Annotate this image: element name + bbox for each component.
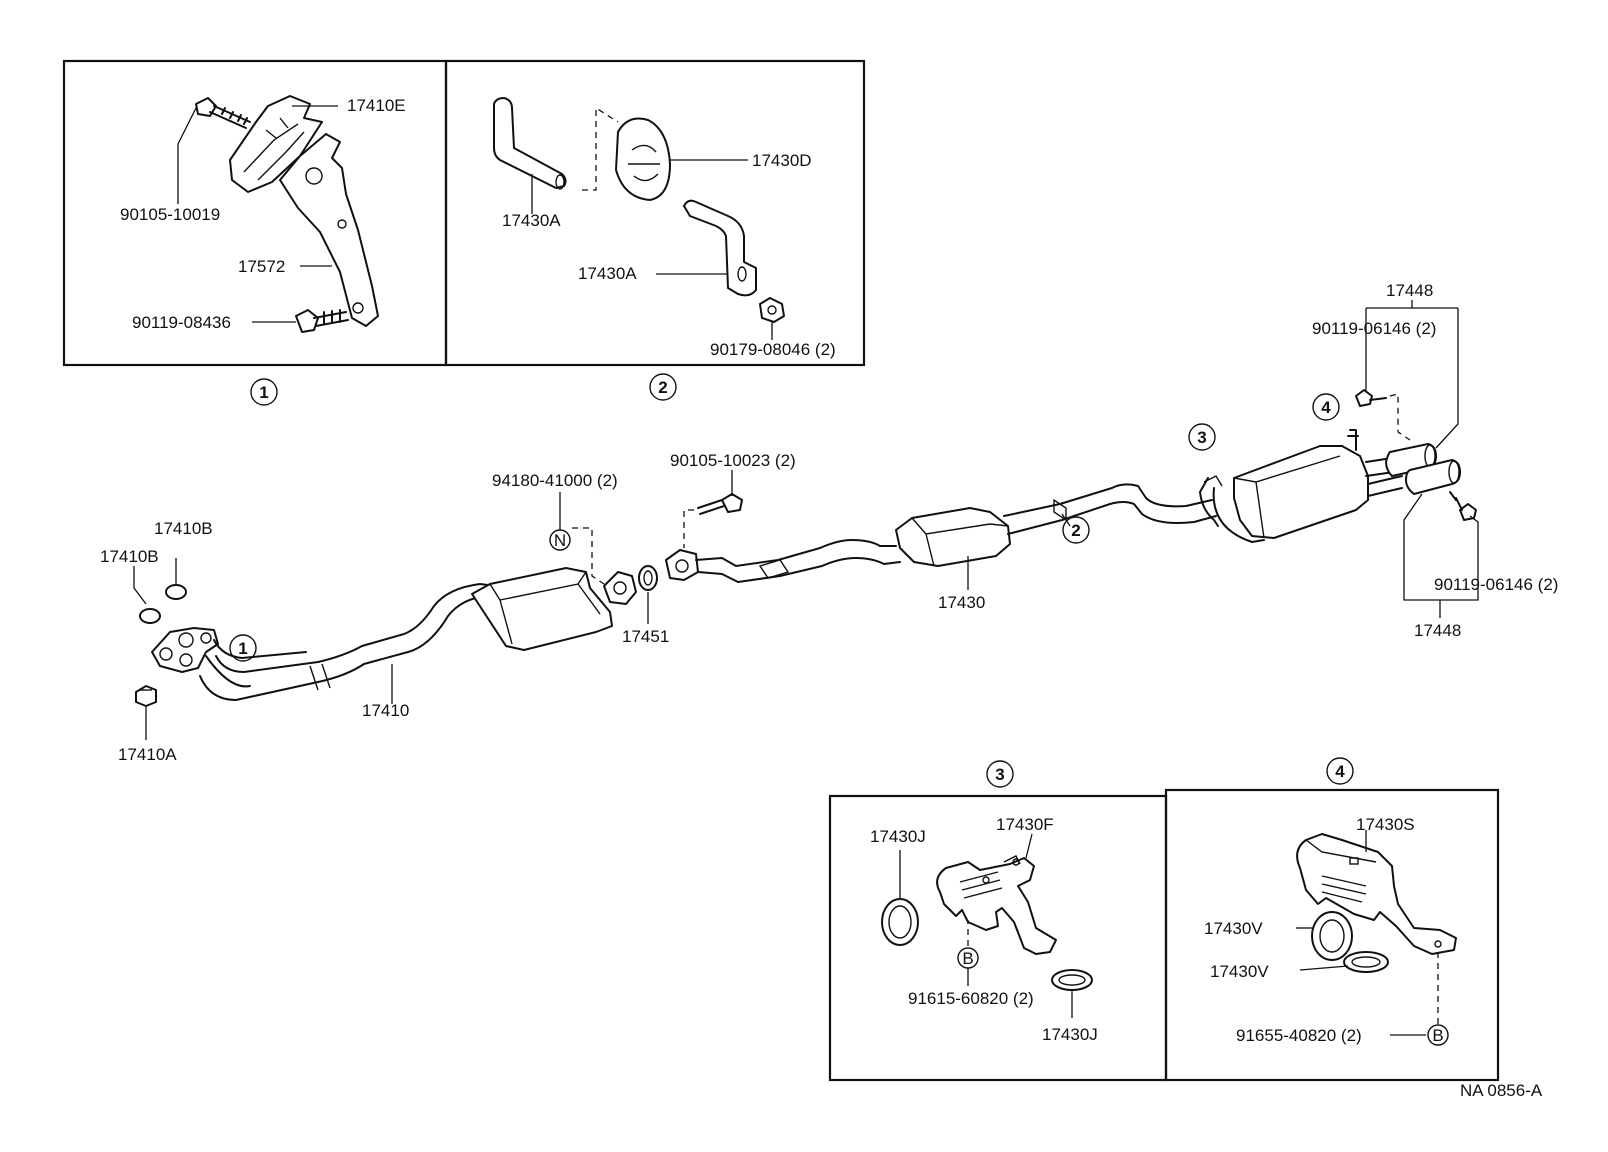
nut-icon — [135, 685, 157, 707]
part-label-90119-08436: 90119-08436 — [132, 313, 231, 332]
svg-text:2: 2 — [658, 378, 667, 397]
part-label-90179-08046: 90179-08046 (2) — [710, 340, 836, 359]
part-label-17430S: 17430S — [1356, 815, 1415, 834]
ring-gasket-oval-icon — [1051, 969, 1093, 991]
hanger-rod-lower-shape — [683, 199, 757, 297]
detail-4-bracket: B — [1296, 830, 1457, 1046]
callout-marker-1: 1 — [250, 378, 278, 406]
detail-2-rubber-hanger — [493, 97, 785, 340]
callout-marker-n: N — [549, 529, 571, 551]
bracket-17430F-shape — [936, 857, 1057, 955]
callout-marker-b: B — [1427, 1024, 1449, 1046]
drawing-code: NA 0856-A — [1460, 1081, 1543, 1100]
callout-marker-1: 1 — [229, 634, 257, 662]
detail-1-hanger-bracket — [177, 95, 379, 333]
hanger-insulator-shape — [229, 95, 323, 193]
svg-text:4: 4 — [1321, 398, 1331, 417]
front-muffler — [471, 567, 613, 651]
bolt-icon — [1449, 491, 1477, 521]
hanger-rod-shape — [493, 97, 567, 189]
main-exhaust-assembly: 1 N — [133, 300, 1479, 740]
part-label-17430J-bot: 17430J — [1042, 1025, 1098, 1044]
ring-gasket-icon — [1311, 911, 1353, 961]
part-label-90105-10023: 90105-10023 (2) — [670, 451, 796, 470]
svg-text:B: B — [1432, 1026, 1443, 1045]
tail-pipe-finisher — [1405, 459, 1461, 495]
flange-bolt-icon — [295, 309, 349, 333]
svg-text:2: 2 — [1071, 521, 1080, 540]
svg-text:B: B — [962, 949, 973, 968]
callout-marker-3: 3 — [986, 760, 1014, 788]
part-label-17410: 17410 — [362, 701, 409, 720]
center-exhaust-pipe — [695, 539, 897, 567]
part-label-17430J-top: 17430J — [870, 827, 926, 846]
callout-marker-2: 2 — [649, 373, 677, 401]
part-label-17430V-a: 17430V — [1204, 919, 1263, 938]
svg-text:1: 1 — [238, 639, 247, 658]
rear-muffler — [1233, 445, 1369, 539]
callout-marker-2: 2 — [1062, 516, 1090, 544]
nut-icon — [759, 297, 785, 323]
svg-text:4: 4 — [1335, 762, 1345, 781]
middle-muffler — [895, 507, 1011, 567]
part-label-17430V-b: 17430V — [1210, 962, 1269, 981]
svg-text:3: 3 — [995, 765, 1004, 784]
part-label-17451: 17451 — [622, 627, 669, 646]
part-label-17410B-a: 17410B — [154, 519, 213, 538]
rubber-ring-shape — [615, 117, 671, 201]
part-label-90119-06146-top: 90119-06146 (2) — [1312, 319, 1436, 338]
svg-text:N: N — [554, 531, 566, 550]
part-label-17430D: 17430D — [752, 151, 812, 170]
part-label-17430F: 17430F — [996, 815, 1054, 834]
part-label-17410E: 17410E — [347, 96, 406, 115]
detail-3-bracket: B — [881, 833, 1093, 1018]
hanger-bracket-shape — [279, 133, 379, 327]
part-label-17448-bot: 17448 — [1414, 621, 1461, 640]
svg-text:3: 3 — [1197, 428, 1206, 447]
detail-box-2 — [444, 59, 866, 367]
front-exhaust-pipe — [199, 595, 501, 701]
gasket-ring-icon — [638, 565, 658, 591]
part-label-94180-41000: 94180-41000 (2) — [492, 471, 618, 490]
ring-gasket-oval-icon — [1343, 951, 1389, 973]
part-label-17430A-top: 17430A — [502, 211, 561, 230]
part-label-17430: 17430 — [938, 593, 985, 612]
detail-box-4 — [1164, 788, 1500, 1082]
part-label-17448-top: 17448 — [1386, 281, 1433, 300]
gasket-icon — [165, 584, 187, 600]
part-label-17410B-b: 17410B — [100, 547, 159, 566]
part-label-91655-40820: 91655-40820 (2) — [1236, 1026, 1362, 1045]
bracket-17430S-shape — [1296, 833, 1457, 955]
part-label-17572: 17572 — [238, 257, 285, 276]
part-label-90119-06146-bot: 90119-06146 (2) — [1434, 575, 1558, 594]
part-label-90105-10019: 90105-10019 — [120, 205, 220, 224]
part-label-17410A: 17410A — [118, 745, 177, 764]
bolt-icon — [697, 493, 743, 515]
part-label-17430A-mid: 17430A — [578, 264, 637, 283]
callout-marker-b: B — [957, 947, 979, 969]
gasket-icon — [139, 608, 161, 624]
svg-text:1: 1 — [259, 383, 268, 402]
callout-marker-4: 4 — [1312, 393, 1340, 421]
part-label-91615-60820: 91615-60820 (2) — [908, 989, 1034, 1008]
callout-marker-3: 3 — [1188, 423, 1216, 451]
callout-marker-4: 4 — [1326, 757, 1354, 785]
bolt-icon — [195, 97, 251, 129]
bolt-icon — [1355, 389, 1387, 407]
